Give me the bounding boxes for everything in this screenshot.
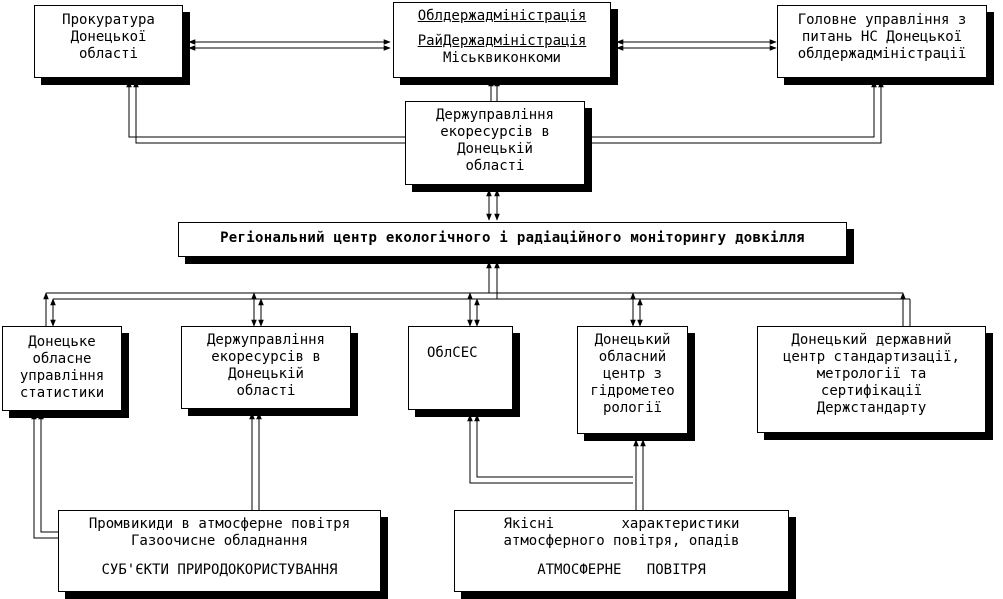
box-statistics-line: управління — [19, 368, 105, 384]
box-hydromet: Донецький обласний центр з гідрометео ро… — [577, 326, 688, 434]
box-standards-line: сертифікації — [820, 383, 923, 399]
arrow-subjects-statistics-2 — [38, 412, 58, 533]
box-regional-center: Регіональний центр екологічного і радіац… — [178, 222, 847, 257]
box-ecoresources-bottom: Держуправління екоресурсів в Донецькій о… — [181, 326, 351, 409]
box-ecoresources-top: Держуправління екоресурсів в Донецькій о… — [405, 101, 585, 185]
box-subjects-line2: Газоочисне обладнання — [130, 533, 308, 549]
box-air-line3: АТМОСФЕРНЕ ПОВІТРЯ — [537, 562, 706, 578]
box-ecoresources-top-line: екоресурсів в — [440, 124, 550, 140]
box-prosecutor: Прокуратура Донецької області — [34, 5, 183, 78]
box-emergency: Головне управління з питань НС Донецької… — [777, 5, 987, 78]
box-air: Якісні характеристики атмосферного повіт… — [454, 510, 789, 592]
box-emergency-line: облдержадміністрації — [797, 46, 967, 62]
box-hydromet-line: центр з — [602, 366, 662, 382]
box-oblses-label: ОблСЕС — [427, 345, 478, 361]
box-admin-line3: Міськвиконкоми — [442, 50, 561, 66]
arrow-eco-prosecutor-1 — [126, 80, 406, 138]
arrow-eco-emergency-2 — [591, 80, 884, 144]
box-prosecutor-line: області — [78, 46, 138, 62]
box-standards-line: Донецький державний — [791, 332, 952, 348]
box-statistics: Донецьке обласне управління статистики — [2, 326, 122, 411]
box-ecoresources-bottom-line: Донецькій — [228, 366, 304, 382]
box-standards-line: Держстандарту — [816, 400, 927, 416]
box-subjects-line1: Промвикиди в атмосферне повітря — [88, 516, 351, 532]
box-hydromet-line: гідрометео — [590, 383, 675, 399]
box-prosecutor-line: Донецької — [70, 29, 147, 45]
box-hydromet-line: рології — [602, 400, 662, 416]
box-hydromet-line: Донецький — [594, 332, 671, 348]
box-air-line2: атмосферного повітря, опадів — [503, 533, 740, 549]
box-admin-line2: РайДержадміністрація — [417, 33, 587, 49]
box-emergency-line: Головне управління з — [797, 12, 967, 28]
box-subjects: Промвикиди в атмосферне повітря Газоочис… — [58, 510, 381, 592]
box-oblses: ОблСЕС — [408, 326, 513, 410]
box-ecoresources-top-line: Держуправління — [435, 107, 554, 123]
box-standards-line: центр стандартизації, — [782, 349, 960, 365]
box-ecoresources-top-line: області — [465, 158, 525, 174]
box-statistics-line: Донецьке — [28, 334, 96, 350]
box-ecoresources-bottom-line: Держуправління — [206, 332, 325, 348]
box-admin-line1: Облдержадміністрація — [417, 8, 587, 24]
box-ecoresources-top-line: Донецькій — [457, 141, 533, 157]
arrow-eco-prosecutor-2 — [133, 80, 406, 144]
box-hydromet-line: обласний — [598, 349, 667, 365]
box-statistics-line: обласне — [32, 351, 92, 367]
arrow-subjects-statistics-1 — [31, 412, 58, 539]
box-standards: Донецький державний центр стандартизації… — [757, 326, 986, 433]
box-regional-center-label: Регіональний центр екологічного і радіац… — [220, 230, 805, 246]
box-ecoresources-bottom-line: області — [236, 383, 296, 399]
box-admin: Облдержадміністрація РайДержадміністраці… — [393, 2, 611, 78]
box-ecoresources-bottom-line: екоресурсів в — [211, 349, 321, 365]
box-subjects-line3: СУБ'ЄКТИ ПРИРОДОКОРИСТУВАННЯ — [101, 562, 338, 578]
box-statistics-line: статистики — [19, 385, 105, 401]
box-emergency-line: питань НС Донецької — [801, 29, 963, 45]
box-standards-line: метрології та — [816, 366, 927, 382]
box-prosecutor-line: Прокуратура — [62, 12, 155, 28]
arrow-eco-emergency-1 — [591, 80, 877, 138]
box-air-line1: Якісні характеристики — [503, 516, 740, 532]
